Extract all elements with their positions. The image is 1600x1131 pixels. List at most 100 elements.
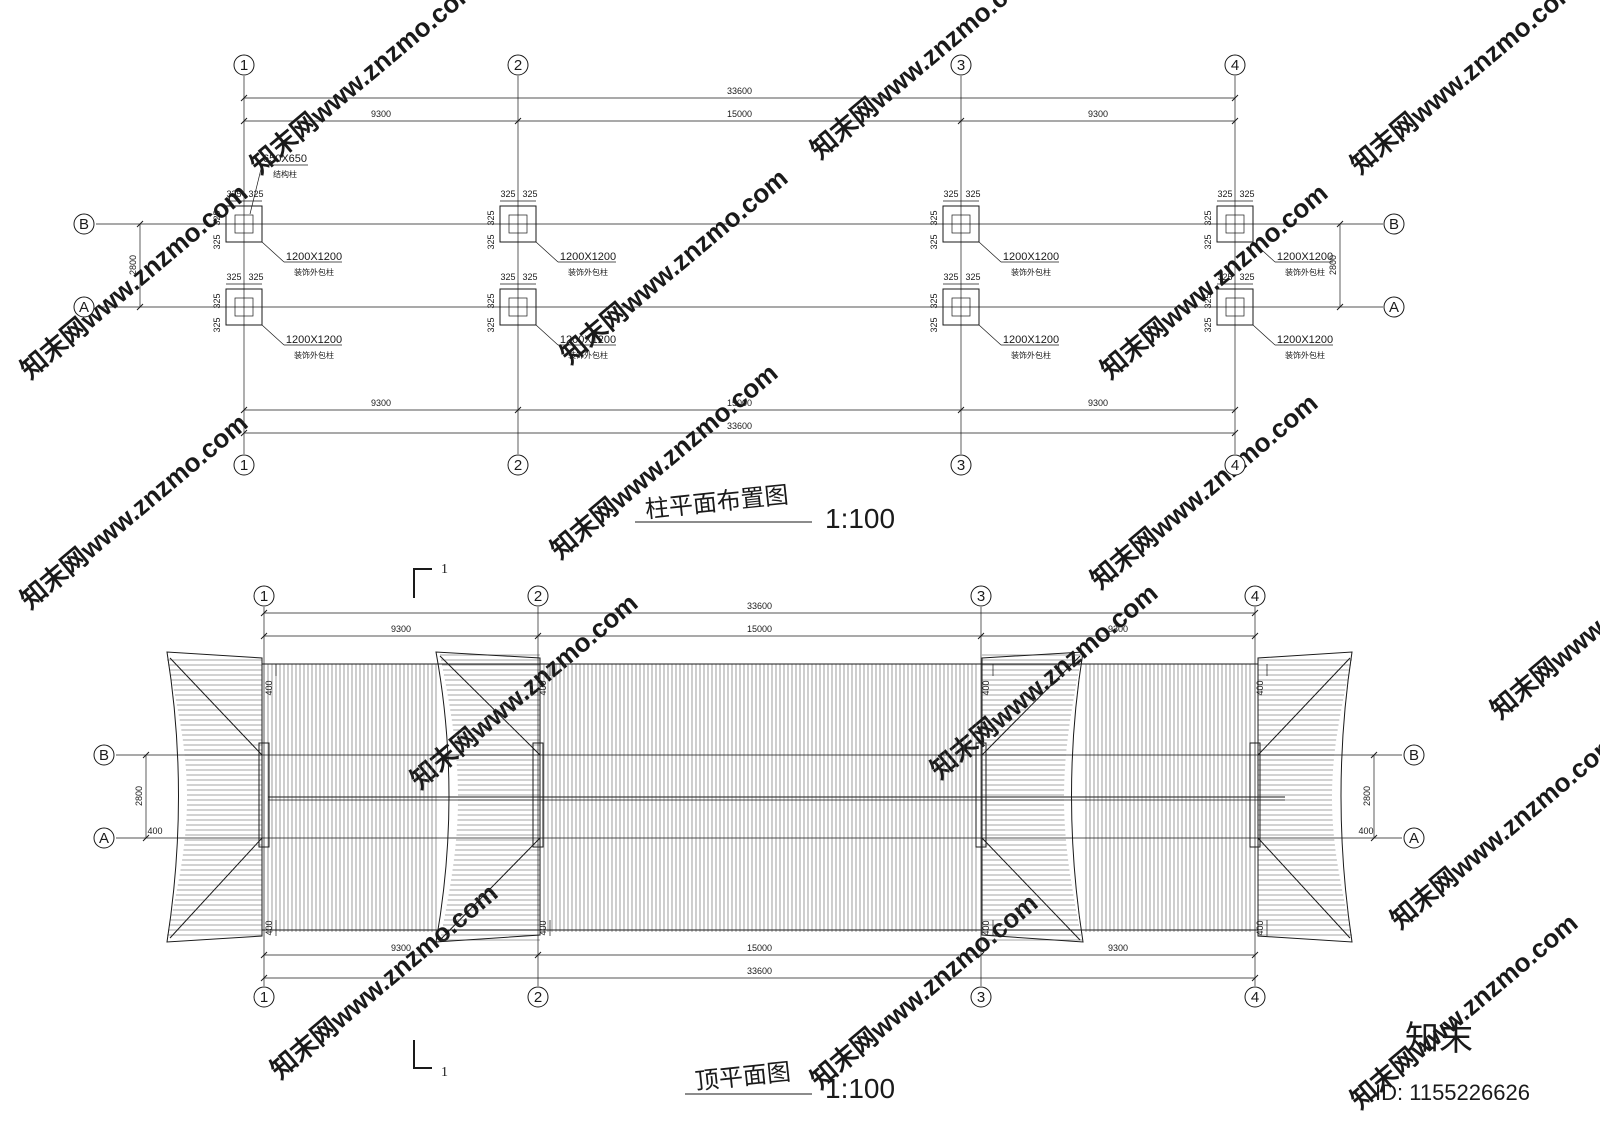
dim-offset-text-v: 325	[929, 234, 939, 249]
axis-right-B-label: B	[1389, 216, 1399, 233]
dim-offset-text-v: 325	[486, 317, 496, 332]
structural-column	[951, 297, 971, 317]
drawing-id: ID: 1155226626	[1375, 1080, 1530, 1105]
dim-bays-bottom-text: 9300	[371, 398, 391, 408]
leader	[1252, 324, 1276, 346]
axis-bottom-3-label: 3	[957, 457, 965, 474]
decorative-column	[499, 205, 537, 243]
leader	[1252, 241, 1276, 263]
dim-offset-text-v: 325	[929, 210, 939, 225]
brand-logo: 知末	[1405, 1020, 1473, 1058]
roof-axis-top-4-label: 4	[1251, 588, 1259, 605]
roof-hip-line	[439, 837, 541, 941]
section-mark-top-label: 1	[441, 562, 448, 577]
eave-dim-bottom: 400	[1255, 920, 1265, 935]
dim-offset-text-v: 325	[212, 210, 222, 225]
axis-bottom-1-bubble	[233, 454, 255, 476]
roof-plan-scale: 1:100	[825, 1073, 895, 1104]
dim-depth-left-text: 2800	[128, 255, 138, 275]
deco-column-size: 1200X1200	[1003, 251, 1059, 263]
eave-dim-bottom: 400	[981, 920, 991, 935]
dim-tick	[514, 117, 522, 125]
dim-tick	[1251, 951, 1259, 959]
roof-dim-total-top-text: 33600	[747, 601, 772, 611]
roof-outline-hip-3	[981, 651, 1084, 943]
dim-total-top-text: 33600	[727, 86, 752, 96]
roof-eave-right-text: 400	[1358, 826, 1373, 836]
dim-offset-text: 325	[1217, 272, 1232, 282]
roof-eave-left-text: 400	[147, 826, 162, 836]
dim-offset-text: 325	[226, 272, 241, 282]
axis-top-4-label: 4	[1231, 57, 1239, 74]
dim-bays-top-text: 9300	[1088, 109, 1108, 119]
leader	[535, 241, 559, 263]
structural-column	[234, 297, 254, 317]
dim-depth-right-text: 2800	[1328, 255, 1338, 275]
dim-offset-text: 325	[248, 272, 263, 282]
structural-column	[508, 214, 528, 234]
deco-column-name: 装饰外包柱	[1285, 350, 1325, 360]
roof-dim-depth-right-text: 2800	[1362, 786, 1372, 806]
deco-column-name: 装饰外包柱	[568, 267, 608, 277]
dim-tick	[142, 834, 150, 842]
dim-offset-text-v: 325	[212, 317, 222, 332]
dim-offset-text-v: 325	[929, 317, 939, 332]
leader	[261, 324, 285, 346]
roof-axis-left-B-bubble	[93, 744, 115, 766]
watermark-text: 知末网www.znzmo.com	[15, 407, 254, 614]
structural-column	[508, 297, 528, 317]
dim-tick	[957, 117, 965, 125]
deco-column-name: 装饰外包柱	[294, 267, 334, 277]
roof-hip-line	[981, 655, 1081, 756]
eave-dim-bottom: 400	[264, 920, 274, 935]
dim-tick	[534, 632, 542, 640]
dim-tick	[534, 951, 542, 959]
roof-hip-line	[169, 657, 263, 756]
structural-column	[951, 214, 971, 234]
roof-dim-bays-top-text: 15000	[747, 624, 772, 634]
dim-offset-text-v: 325	[486, 210, 496, 225]
dim-tick	[1336, 303, 1344, 311]
roof-hip-line	[1257, 837, 1351, 939]
roof-dim-bays-bottom-text: 15000	[747, 943, 772, 953]
watermark-text: 知末网www.znzmo.com	[15, 177, 254, 384]
roof-axis-bottom-1-label: 1	[260, 989, 268, 1006]
dim-tick	[957, 406, 965, 414]
axis-left-B-bubble	[73, 213, 95, 235]
dim-tick	[260, 951, 268, 959]
watermark-text: 知末网www.znzmo.com	[545, 357, 784, 564]
axis-top-1-bubble	[233, 54, 255, 76]
watermark-text: 知末网www.znzmo.com	[1345, 0, 1584, 180]
leader	[978, 324, 1002, 346]
decorative-column	[1216, 288, 1254, 326]
roof-axis-top-1-bubble	[253, 585, 275, 607]
roof-dim-bays-top-text: 9300	[391, 624, 411, 634]
axis-top-3-label: 3	[957, 57, 965, 74]
roof-axis-top-2-label: 2	[534, 588, 542, 605]
roof-axis-bottom-4-bubble	[1244, 986, 1266, 1008]
roof-hip-line	[169, 837, 263, 939]
dim-tick	[1231, 94, 1239, 102]
axis-left-A-bubble	[73, 296, 95, 318]
dim-tick	[1231, 429, 1239, 437]
deco-column-size: 1200X1200	[1277, 334, 1333, 346]
axis-bottom-2-bubble	[507, 454, 529, 476]
dim-offset-text-v: 325	[1203, 293, 1213, 308]
watermark-text: 知末网www.znzmo.com	[405, 587, 644, 794]
axis-bottom-4-label: 4	[1231, 457, 1239, 474]
deco-column-size: 1200X1200	[560, 251, 616, 263]
watermark-text: 知末网www.znzmo.com	[805, 0, 1044, 165]
dim-offset-text-v: 325	[212, 234, 222, 249]
axis-bottom-4-bubble	[1224, 454, 1246, 476]
dim-tick	[240, 429, 248, 437]
roof-axis-bottom-3-bubble	[970, 986, 992, 1008]
dim-tick	[1370, 834, 1378, 842]
roof-axis-right-A-bubble	[1403, 827, 1425, 849]
watermark-text: 知末网www.znzmo.com	[1085, 387, 1324, 594]
eave-dim-top: 400	[264, 680, 274, 695]
dim-offset-text-v: 325	[1203, 210, 1213, 225]
struct-column-name: 结构柱	[273, 169, 297, 179]
dim-tick	[1251, 632, 1259, 640]
dim-offset-text: 325	[1239, 189, 1254, 199]
